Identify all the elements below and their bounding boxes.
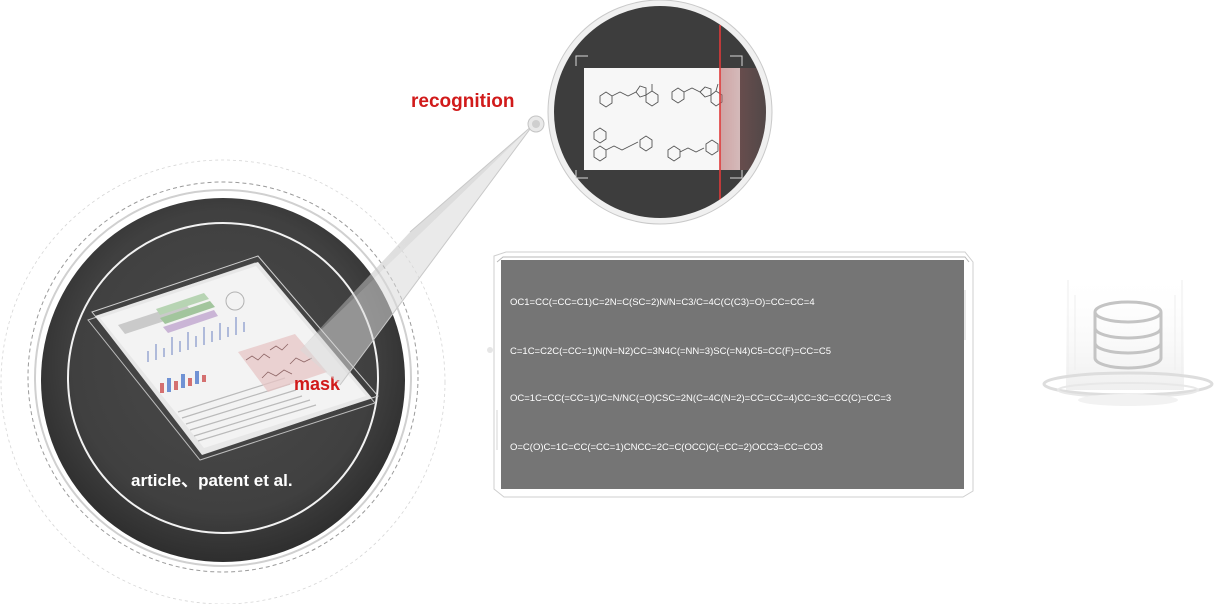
- smiles-line: OC=1C=CC(=CC=1)/C=N/NC(=O)CSC=2N(C=4C(N=…: [510, 393, 891, 404]
- smiles-line: O=C(O)C=1C=CC(=CC=1)CNCC=2C=C(OCC)C(=CC=…: [510, 442, 823, 453]
- database-icon: [1042, 270, 1214, 406]
- source-label: article、patent et al.: [131, 471, 293, 490]
- smiles-line: C=1C=C2C(=CC=1)N(N=N2)CC=3N4C(=NN=3)SC(=…: [510, 346, 831, 357]
- zoom-beam: [300, 115, 545, 386]
- mask-label: mask: [294, 374, 341, 394]
- smiles-output-panel: OC1=CC(=CC=C1)C=2N=C(SC=2)N/N=C3/C=4C(C(…: [487, 251, 974, 498]
- smiles-line: OC1=CC(=CC=C1)C=2N=C(SC=2)N/N=C3/C=4C(C(…: [510, 297, 815, 308]
- recognition-magnifier: [547, 0, 773, 225]
- recognition-label: recognition: [411, 91, 514, 112]
